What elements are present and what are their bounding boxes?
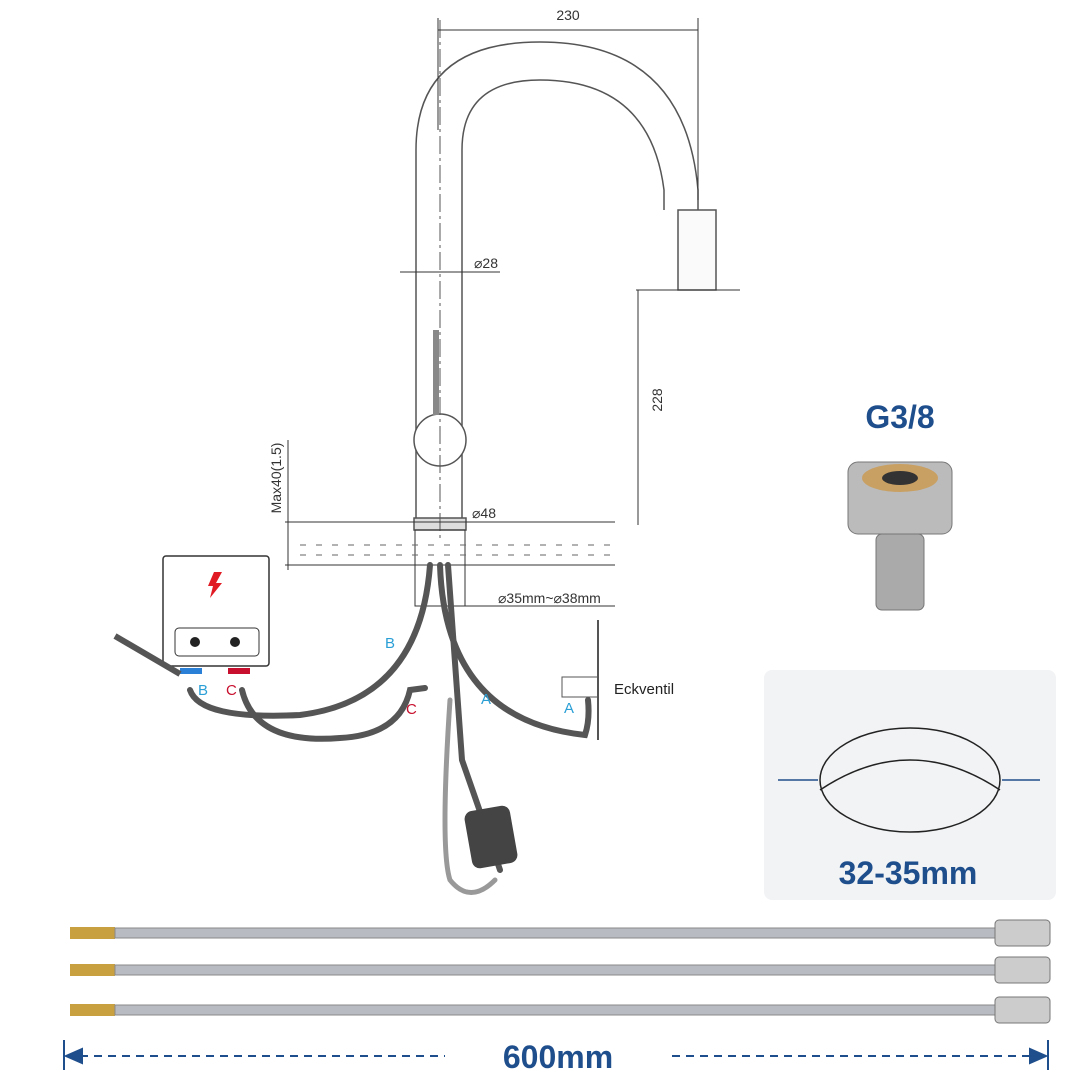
- water-heater: [162, 555, 270, 674]
- g38-connector-image: [847, 461, 953, 611]
- spout-reach-label: 230: [556, 7, 580, 23]
- cutout-drawing: [778, 727, 1040, 833]
- hose-label-b: B: [385, 635, 395, 652]
- angle-valve: [561, 620, 599, 740]
- electric-bolt-icon: [208, 572, 222, 598]
- valve-label: Eckventil: [614, 681, 674, 698]
- heater-port-c: C: [226, 682, 237, 699]
- braided-hoses: [70, 919, 1051, 1024]
- dimension-lines: [285, 18, 740, 607]
- hose-label-c: C: [406, 701, 417, 718]
- cutout-panel: [764, 670, 1056, 900]
- cutout-range-label: 32-35mm: [839, 855, 978, 891]
- base-diameter-label: ⌀48: [472, 505, 496, 521]
- body-diameter-label: ⌀28: [474, 255, 498, 271]
- hose-label-a: A: [481, 691, 491, 708]
- thread-size-label: G3/8: [865, 399, 934, 435]
- spout-height-label: 228: [649, 388, 665, 412]
- countertop-hatching: [300, 544, 610, 556]
- pull-out-weight: [464, 805, 518, 869]
- max-thickness-label: Max40(1.5): [268, 443, 284, 514]
- valve-port-label: A: [564, 700, 574, 717]
- wrench-icon: [113, 633, 182, 677]
- hose-length-label: 600mm: [503, 1039, 613, 1075]
- hole-diameter-label: ⌀35mm~⌀38mm: [498, 590, 601, 606]
- faucet-drawing: [413, 20, 717, 540]
- heater-port-b: B: [198, 682, 208, 699]
- length-dimension: [63, 1040, 1049, 1070]
